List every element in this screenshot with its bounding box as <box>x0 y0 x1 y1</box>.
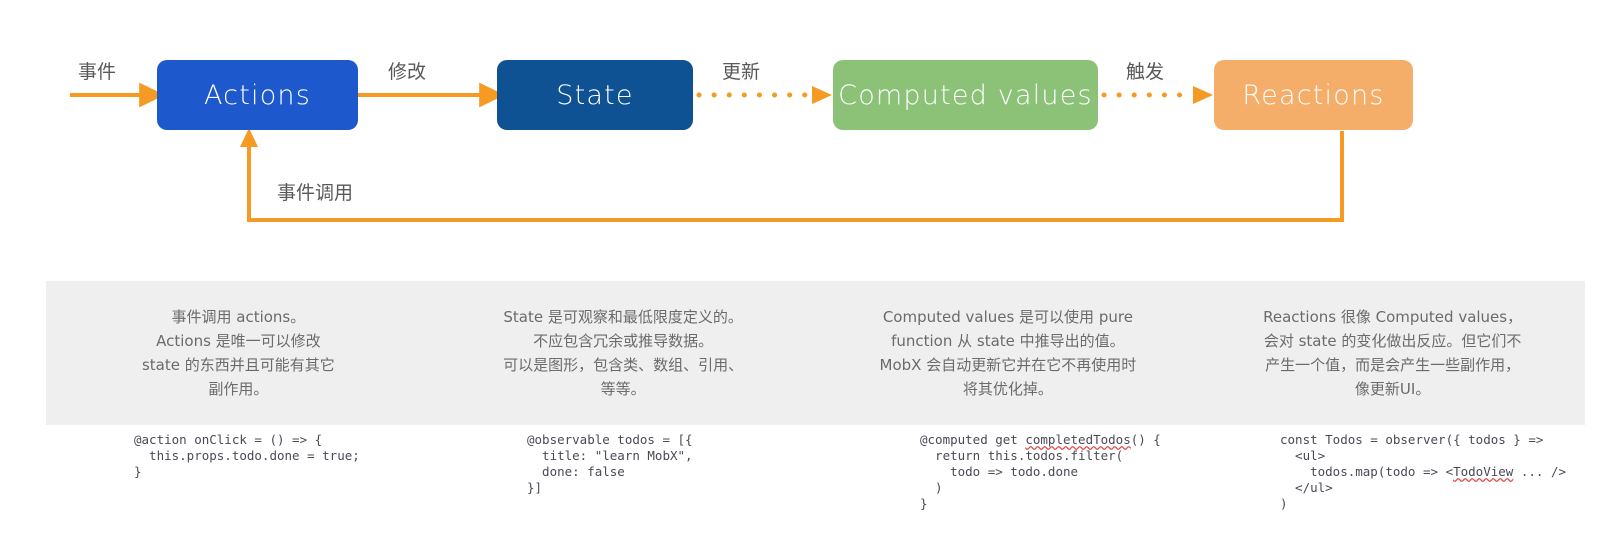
node-state-label: State <box>556 79 634 111</box>
code-sample-reactions: const Todos = observer({ todos } => <ul>… <box>1280 432 1585 512</box>
spellcheck-misspelled-word: TodoView <box>1453 464 1514 479</box>
code-sample-actions: @action onClick = () => { this.props.tod… <box>134 432 360 479</box>
arrow-label-event-call: 事件调用 <box>277 182 354 204</box>
description-line: 将其优化掉。 <box>962 380 1053 398</box>
arrow-label-trigger: 触发 <box>1126 61 1165 83</box>
node-computed-values[interactable]: Computed values <box>833 60 1098 130</box>
code-sample-state: @observable todos = [{ title: "learn Mob… <box>527 432 693 495</box>
code-text-post: () { return this.todos.filter( todo => t… <box>920 432 1161 511</box>
description-line: 像更新UI。 <box>1354 380 1431 398</box>
description-line: state 的东西并且可能有其它 <box>141 356 335 374</box>
code-text-post: ... /> </ul> ) <box>1280 464 1566 511</box>
code-sample-computed-values: @computed get completedTodos() { return … <box>920 432 1225 512</box>
description-line: 不应包含冗余或推导数据。 <box>533 332 714 350</box>
description-line: 会对 state 的变化做出反应。但它们不 <box>1263 332 1522 350</box>
code-column-reactions: const Todos = observer({ todos } => <ul>… <box>1225 432 1585 538</box>
node-actions-label: Actions <box>203 79 312 111</box>
arrow-label-event: 事件 <box>78 61 117 83</box>
arrow-trigger <box>1101 86 1213 104</box>
node-reactions-label: Reactions <box>1242 79 1385 111</box>
spellcheck-misspelled-word: completedTodos <box>1025 432 1131 447</box>
arrow-label-update: 更新 <box>722 61 761 83</box>
description-line: MobX 会自动更新它并在它不再使用时 <box>879 356 1137 374</box>
arrow-label-modify: 修改 <box>388 61 427 83</box>
description-column-computed-values: Computed values 是可以使用 pure function 从 st… <box>816 281 1201 425</box>
code-column-actions: @action onClick = () => { this.props.tod… <box>46 432 439 538</box>
description-line: 事件调用 actions。 <box>171 308 306 326</box>
description-line: function 从 state 中推导出的值。 <box>891 332 1125 350</box>
arrow-update <box>696 86 832 104</box>
description-column-actions: 事件调用 actions。 Actions 是唯一可以修改 state 的东西并… <box>46 281 431 425</box>
description-line: Computed values 是可以使用 pure <box>882 308 1133 326</box>
description-line: 产生一个值，而是会产生一些副作用， <box>1265 356 1521 374</box>
node-state[interactable]: State <box>497 60 693 130</box>
code-sample-row: @action onClick = () => { this.props.tod… <box>46 432 1585 538</box>
node-actions[interactable]: Actions <box>157 60 358 130</box>
node-reactions[interactable]: Reactions <box>1214 60 1413 130</box>
description-column-state: State 是可观察和最低限度定义的。 不应包含冗余或推导数据。 可以是图形，包… <box>431 281 816 425</box>
code-column-state: @observable todos = [{ title: "learn Mob… <box>439 432 832 538</box>
description-panel: 事件调用 actions。 Actions 是唯一可以修改 state 的东西并… <box>46 281 1585 425</box>
description-line: Actions 是唯一可以修改 <box>156 332 321 350</box>
code-column-computed-values: @computed get completedTodos() { return … <box>832 432 1225 538</box>
description-line: Reactions 很像 Computed values， <box>1263 308 1523 326</box>
code-text-pre: @computed get <box>920 432 1026 447</box>
code-text-pre: const Todos = observer({ todos } => <ul>… <box>1280 432 1544 479</box>
node-computed-values-label: Computed values <box>838 79 1093 111</box>
description-column-reactions: Reactions 很像 Computed values， 会对 state 的… <box>1200 281 1585 425</box>
description-line: 等等。 <box>600 380 646 398</box>
description-line: State 是可观察和最低限度定义的。 <box>503 308 743 326</box>
description-line: 副作用。 <box>208 380 269 398</box>
arrow-event-call <box>240 128 1344 222</box>
description-line: 可以是图形，包含类、数组、引用、 <box>503 356 744 374</box>
